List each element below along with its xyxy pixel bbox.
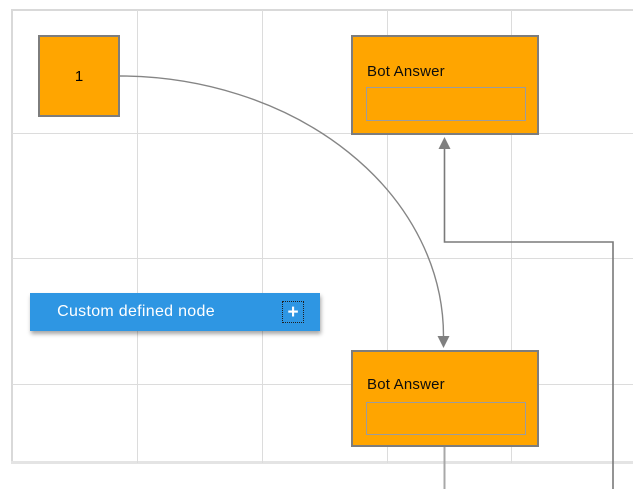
grid-line-vertical	[511, 10, 512, 463]
canvas-border-top	[11, 9, 633, 11]
grid-line-vertical	[262, 10, 263, 463]
orthogonal-connector-arrowhead	[438, 137, 451, 149]
plus-icon: +	[287, 301, 299, 323]
grid-line-vertical	[387, 10, 388, 463]
curved-connector-arrowhead	[437, 336, 450, 348]
add-node-button[interactable]: +	[282, 301, 304, 323]
grid-line-horizontal	[12, 258, 633, 259]
orthogonal-connector[interactable]	[443, 148, 614, 489]
bot-answer-textbox[interactable]	[366, 87, 526, 121]
node-custom-defined[interactable]: Custom defined node +	[30, 293, 320, 331]
curved-connector[interactable]	[118, 75, 445, 337]
canvas-border-left	[11, 9, 13, 463]
node-start[interactable]: 1	[38, 35, 120, 117]
node-bot-answer-bottom[interactable]: Bot Answer	[351, 350, 539, 447]
node-bot-answer-top[interactable]: Bot Answer	[351, 35, 539, 135]
bot-answer-textbox[interactable]	[366, 402, 526, 435]
grid-line-horizontal	[12, 384, 633, 385]
grid-line-vertical	[137, 10, 138, 463]
node-start-label: 1	[74, 67, 84, 85]
bot-answer-title: Bot Answer	[367, 63, 445, 80]
bot-answer-title: Bot Answer	[367, 376, 445, 393]
custom-node-label: Custom defined node	[57, 303, 215, 320]
canvas-border-bottom	[11, 461, 633, 464]
